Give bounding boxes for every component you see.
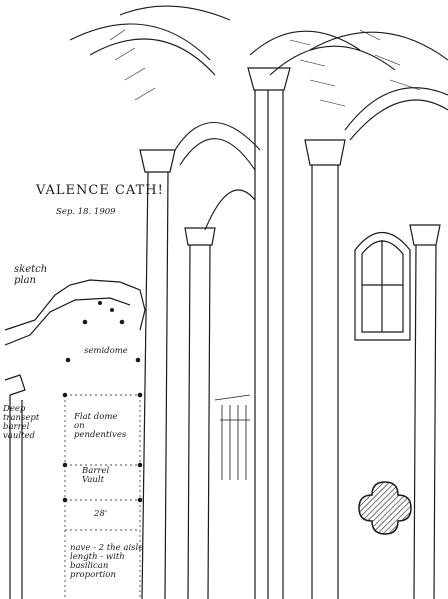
label-deep-transept: Deep transept barrel vaulted — [3, 404, 40, 441]
label-sketch-plan: sketch plan — [14, 264, 48, 286]
quatrefoil-ornament — [358, 481, 412, 535]
plan-bay-lines — [64, 394, 141, 599]
pier-shafts — [141, 90, 437, 599]
plan-sketch — [4, 279, 146, 599]
balustrade — [214, 394, 251, 480]
label-barrel-vault: Barrel Vault — [82, 466, 110, 485]
drawing-date: Sep. 18. 1909 — [56, 207, 116, 217]
masonry-lines — [109, 29, 421, 107]
label-dimension: 28' — [94, 509, 108, 519]
drawing-title: VALENCE CATH! — [36, 183, 164, 198]
label-semidome: semidome — [84, 346, 128, 356]
label-flat-dome: Flat dome on pendentives — [74, 412, 127, 440]
vault-arches — [69, 5, 448, 231]
arched-window — [354, 232, 411, 341]
column-capitals — [139, 67, 441, 246]
label-nave-note: nave - 2 the aisle length - with basilic… — [70, 543, 144, 580]
